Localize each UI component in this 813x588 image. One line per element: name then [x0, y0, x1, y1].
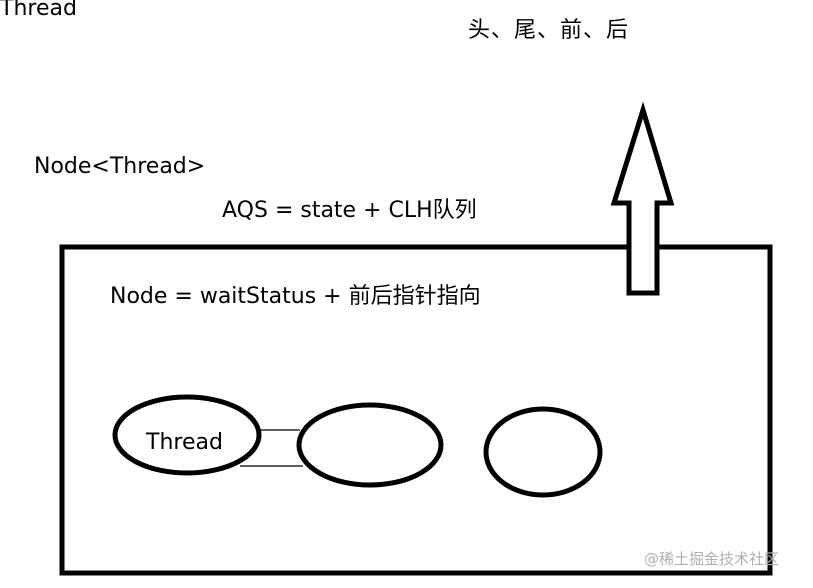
aqs-formula-label: AQS = state + CLH队列	[222, 198, 477, 223]
node-generic-label: Node<Thread>	[34, 154, 206, 179]
node-ellipse-middle	[296, 402, 444, 488]
node-ellipse-right	[483, 406, 603, 498]
clh-queue-box	[59, 244, 773, 576]
watermark: @稀土掘金技术社区	[644, 550, 780, 568]
up-arrow	[610, 101, 675, 296]
thread-node-label: Thread	[146, 430, 223, 455]
thread-label-top: Thread	[0, 0, 77, 21]
node-formula-label: Node = waitStatus + 前后指针指向	[110, 284, 481, 309]
head-tail-prev-next-label: 头、尾、前、后	[468, 18, 630, 43]
node-ellipse-thread	[112, 394, 262, 476]
